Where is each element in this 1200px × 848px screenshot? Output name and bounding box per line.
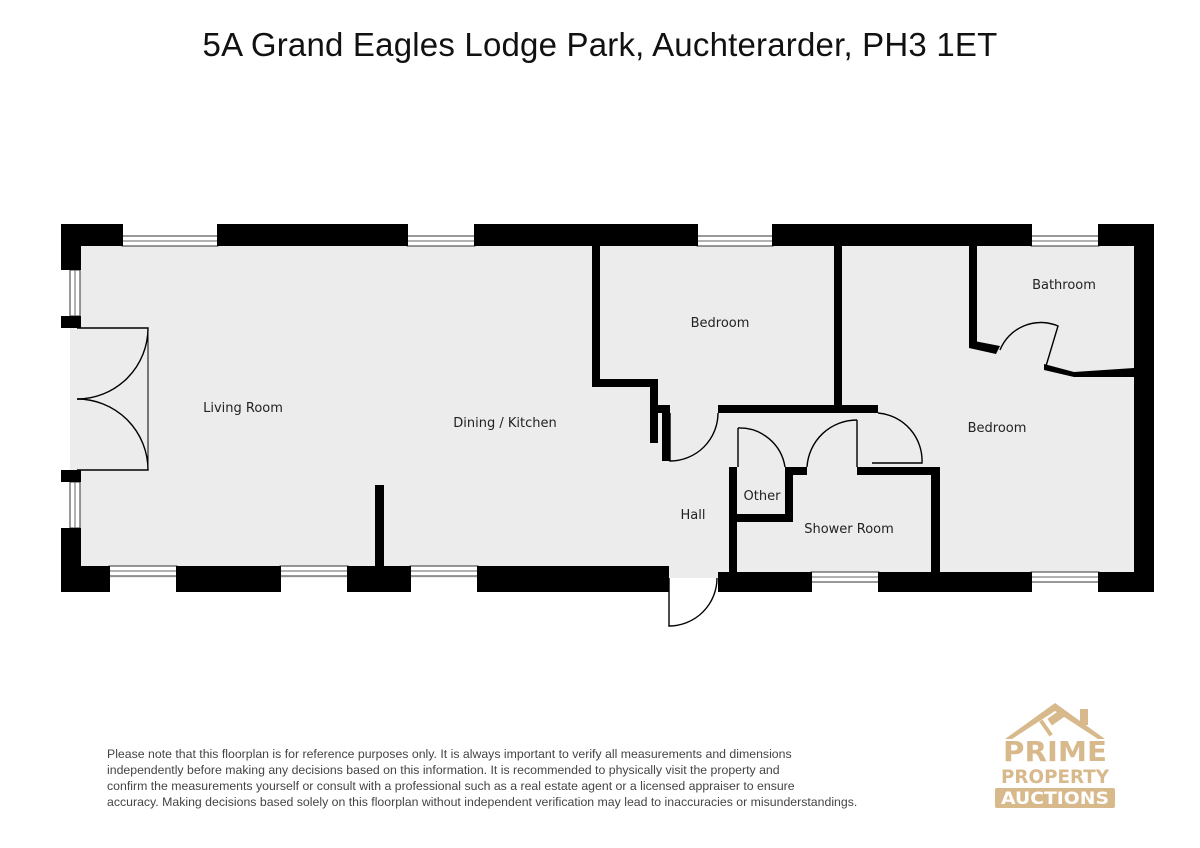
disclaimer-line: Please note that this floorplan is for r… bbox=[107, 747, 792, 761]
disclaimer-line: independently before making any decision… bbox=[107, 763, 780, 777]
room-label-shower-room: Shower Room bbox=[804, 522, 894, 537]
walls bbox=[61, 224, 1154, 592]
room-label-living-room: Living Room bbox=[203, 401, 283, 416]
window-glass bbox=[74, 240, 1099, 578]
logo-banner bbox=[995, 788, 1115, 808]
disclaimer-text: Please note that this floorplan is for r… bbox=[107, 746, 937, 810]
room-label-bathroom: Bathroom bbox=[1032, 278, 1096, 293]
room-label-bedroom-1: Bedroom bbox=[691, 316, 750, 331]
floor-area bbox=[70, 244, 1138, 578]
gavel-icon bbox=[1039, 708, 1067, 737]
logo-line-prime: PRIME bbox=[1003, 735, 1107, 768]
room-label-bedroom-2: Bedroom bbox=[968, 421, 1027, 436]
plan-title: 5A Grand Eagles Lodge Park, Auchterarder… bbox=[202, 26, 998, 63]
room-label-hall: Hall bbox=[681, 508, 706, 523]
room-label-other: Other bbox=[744, 489, 782, 504]
house-roof-icon bbox=[1005, 703, 1105, 739]
disclaimer-line: confirm the measurements yourself or con… bbox=[107, 779, 795, 793]
doors bbox=[76, 321, 1059, 627]
disclaimer-line: accuracy. Making decisions based solely … bbox=[107, 795, 858, 809]
logo-line-property: PROPERTY bbox=[1001, 766, 1109, 788]
logo-line-auctions: AUCTIONS bbox=[1001, 789, 1109, 809]
room-label-dining-kitchen: Dining / Kitchen bbox=[453, 416, 556, 431]
prime-property-auctions-logo: PRIME PROPERTY AUCTIONS bbox=[995, 703, 1115, 809]
